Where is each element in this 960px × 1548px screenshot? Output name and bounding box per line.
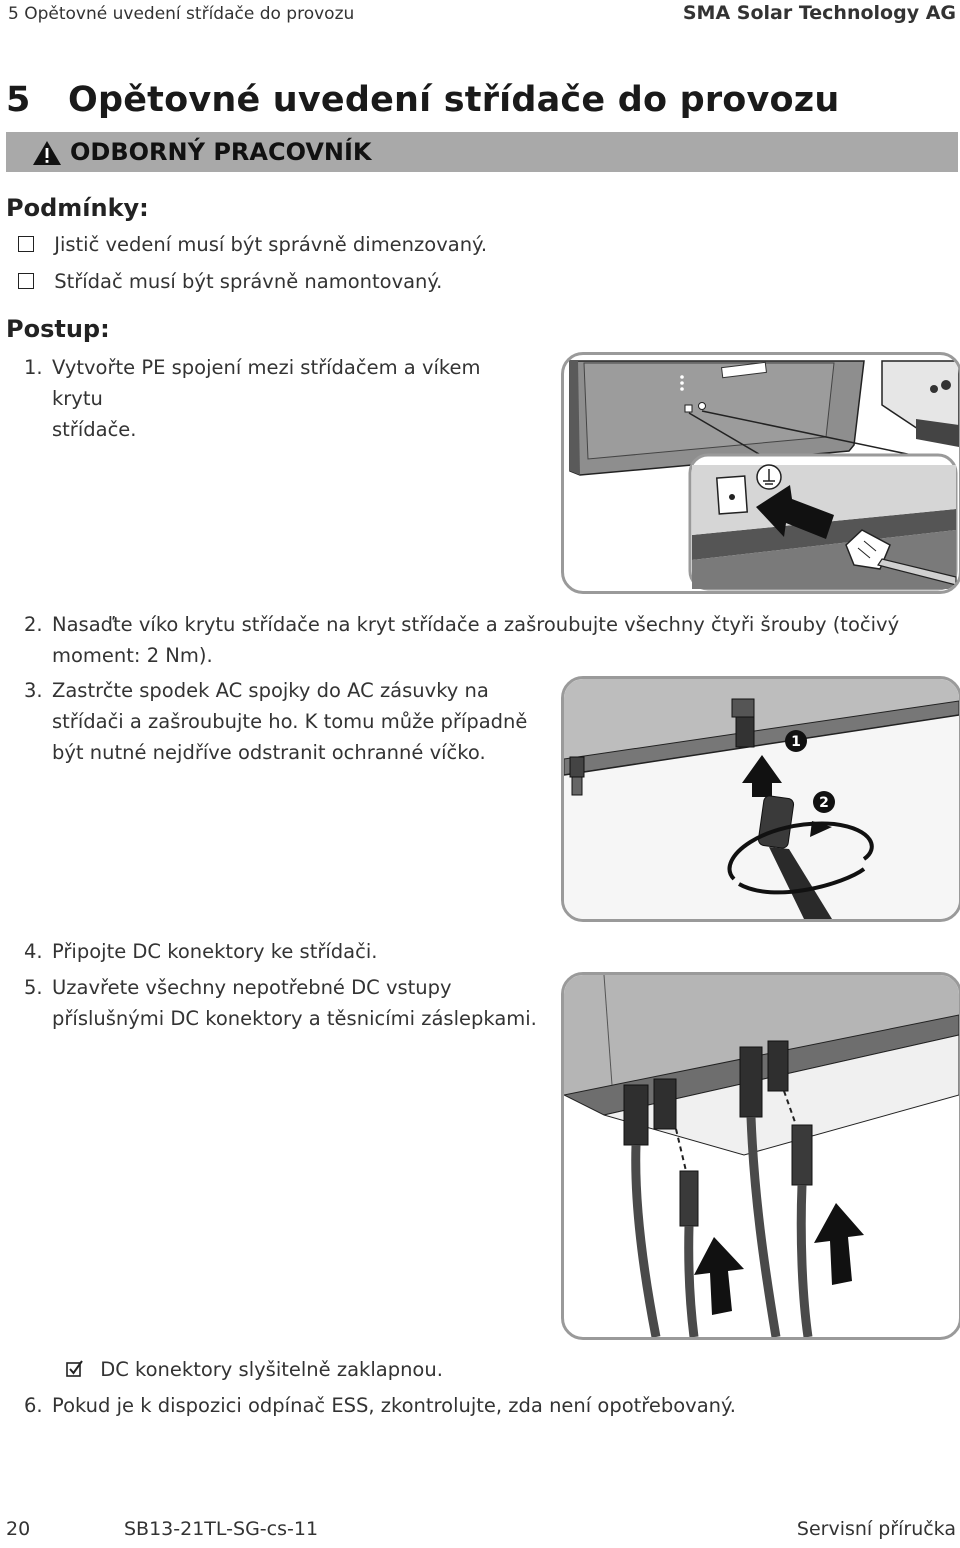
step-text: Nasaďte víko krytu střídače na kryt stří… xyxy=(52,609,952,671)
step-line: střídače. xyxy=(52,418,137,441)
step-number: 5. xyxy=(24,976,43,999)
callout-2: 2 xyxy=(819,795,829,811)
step-number: 6. xyxy=(24,1394,43,1417)
step-line: být nutné nejdříve odstranit ochranné ví… xyxy=(52,741,486,764)
step-line: Vytvořte PE spojení mezi střídačem a vík… xyxy=(52,356,481,410)
checkbox-icon xyxy=(18,273,34,289)
step-line: Uzavřete všechny nepotřebné DC vstupy xyxy=(52,976,452,999)
step-line: Nasaďte víko krytu střídače na kryt stří… xyxy=(52,613,900,636)
step-line: moment: 2 Nm). xyxy=(52,644,213,667)
procedure-heading: Postup: xyxy=(6,315,110,343)
condition-item: Jistič vedení musí být správně dimenzova… xyxy=(18,229,487,260)
result-text: DC konektory slyšitelně zaklapnou. xyxy=(100,1358,443,1381)
step-number: 1. xyxy=(24,356,43,379)
chapter-title: Opětovné uvedení střídače do provozu xyxy=(68,80,840,120)
condition-text: Střídač musí být správně namontovaný. xyxy=(54,270,443,293)
step-line: Zastrčte spodek AC spojky do AC zásuvky … xyxy=(52,679,489,702)
step-text: Uzavřete všechny nepotřebné DC vstupy př… xyxy=(52,972,552,1034)
callout-1: 1 xyxy=(791,734,801,750)
condition-item: Střídač musí být správně namontovaný. xyxy=(18,266,442,297)
qualified-person-label: ODBORNÝ PRACOVNÍK xyxy=(70,138,372,166)
step-text: Pokud je k dispozici odpínač ESS, zkontr… xyxy=(52,1394,736,1417)
step-text: Připojte DC konektory ke střídači. xyxy=(52,940,378,963)
step-line: příslušnými DC konektory a těsnicími zás… xyxy=(52,1007,537,1030)
checked-box-icon xyxy=(66,1360,83,1377)
condition-text: Jistič vedení musí být správně dimenzova… xyxy=(54,233,488,256)
step-number: 3. xyxy=(24,679,43,702)
step-line: střídači a zašroubujte ho. K tomu může p… xyxy=(52,710,528,733)
pe-connection-figure xyxy=(561,352,960,594)
warning-triangle-icon xyxy=(33,141,61,165)
step-text: Vytvořte PE spojení mezi střídačem a vík… xyxy=(52,352,532,445)
step-number: 4. xyxy=(24,940,43,963)
document-title: Servisní příručka xyxy=(796,1518,956,1540)
ac-coupling-figure: 1 2 xyxy=(561,676,960,922)
step-number: 2. xyxy=(24,613,43,636)
step-text: Zastrčte spodek AC spojky do AC zásuvky … xyxy=(52,675,552,768)
document-code: SB13-21TL-SG-cs-11 xyxy=(124,1518,319,1540)
conditions-heading: Podmínky: xyxy=(6,194,149,222)
step-result: DC konektory slyšitelně zaklapnou. xyxy=(66,1354,443,1385)
chapter-number: 5 xyxy=(6,80,31,120)
running-header-left: 5 Opětovné uvedení střídače do provozu xyxy=(8,4,355,24)
chapter-heading: 5 Opětovné uvedení střídače do provozu xyxy=(6,80,840,120)
page-number: 20 xyxy=(6,1518,31,1540)
dc-connectors-figure xyxy=(561,972,960,1340)
checkbox-icon xyxy=(18,236,34,252)
running-header-right: SMA Solar Technology AG xyxy=(682,2,956,24)
qualified-person-bar: ODBORNÝ PRACOVNÍK xyxy=(6,132,958,172)
